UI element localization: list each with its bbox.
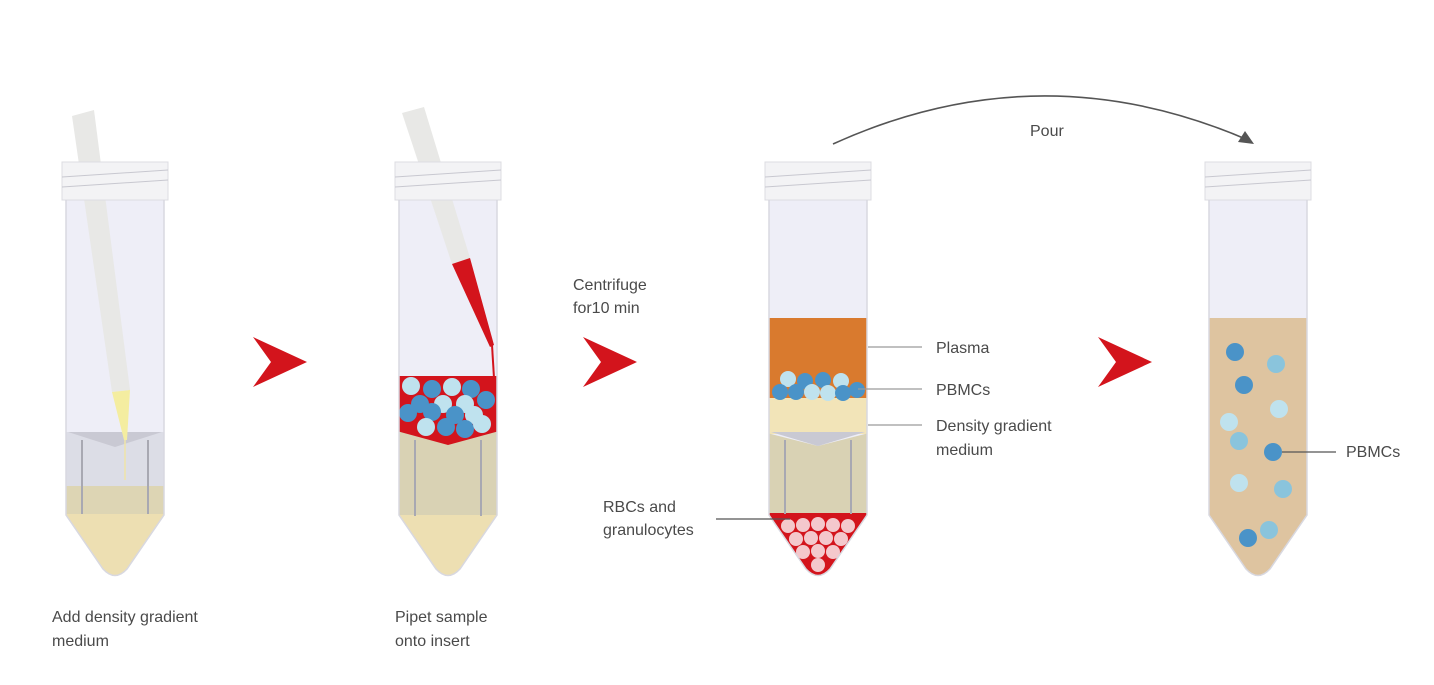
- step-1-caption-line2: medium: [52, 633, 109, 650]
- step-2-caption-line2: onto insert: [395, 633, 470, 650]
- rbcs-label-line1: RBCs and: [603, 499, 676, 516]
- rbcs-label-line2: granulocytes: [603, 522, 694, 539]
- tube-step-3: [764, 161, 872, 577]
- suspended-pbmcs: [1220, 343, 1292, 547]
- centrifuge-label-line1: Centrifuge: [573, 277, 647, 294]
- pour-arrow: [832, 95, 1249, 145]
- next-step-arrow-3: [1098, 337, 1152, 387]
- tube-cap: [61, 161, 169, 201]
- blood-cells: [399, 377, 495, 438]
- density-gradient-upper: [769, 398, 867, 434]
- density-gradient-label-line2: medium: [936, 442, 993, 459]
- pbmcs-label: PBMCs: [936, 382, 990, 399]
- pbmc-band: [772, 371, 865, 401]
- density-gradient-layer: [399, 515, 497, 576]
- pour-label: Pour: [1030, 123, 1064, 140]
- tube-cap: [1204, 161, 1312, 201]
- tube-step-4: [1204, 161, 1312, 577]
- density-gradient-label-line1: Density gradient: [936, 418, 1052, 435]
- rbc-cells: [781, 517, 855, 572]
- centrifuge-label-line2: for10 min: [573, 300, 640, 317]
- tube-cap: [764, 161, 872, 201]
- filter-insert: [68, 432, 162, 514]
- plasma-label: Plasma: [936, 340, 989, 357]
- next-step-arrow-1: [253, 337, 307, 387]
- pbmcs-final-label: PBMCs: [1346, 444, 1400, 461]
- pbmc-suspension: [1209, 318, 1307, 576]
- tube-cap: [394, 161, 502, 201]
- step-2-caption-line1: Pipet sample: [395, 609, 488, 626]
- pour-arrowhead: [1238, 131, 1254, 144]
- tube-step-1: [61, 110, 169, 577]
- step-1-caption-line1: Add density gradient: [52, 609, 198, 626]
- next-step-arrow-2: [583, 337, 637, 387]
- tube-step-2: [394, 107, 502, 577]
